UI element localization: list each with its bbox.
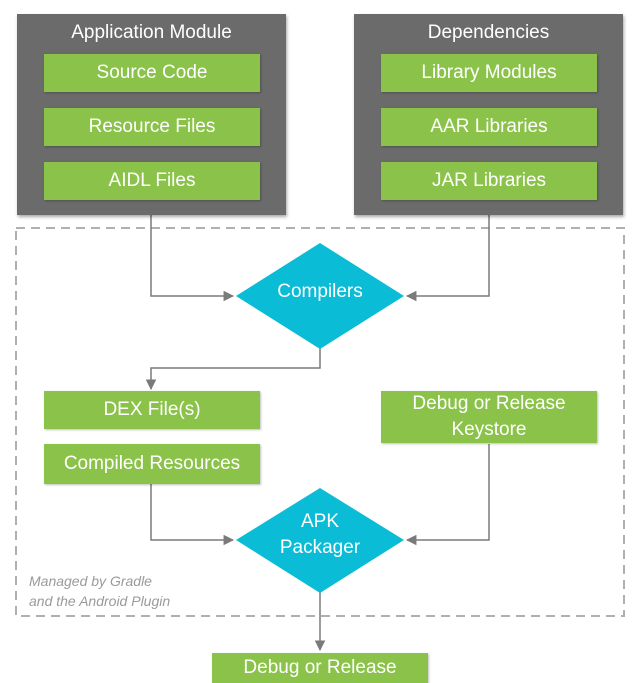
packager-diamond xyxy=(236,488,404,593)
gradle-note: Managed by Gradle and the Android Plugin xyxy=(29,571,170,611)
arrow-deps-to-compilers xyxy=(405,214,490,302)
arrow-keystore-to-packager xyxy=(405,444,490,546)
compiled-resources-box: Compiled Resources xyxy=(44,444,260,484)
dependencies-panel: Dependencies Library Modules AAR Librari… xyxy=(354,14,623,215)
debug-or-release-apk-box: Debug or Release xyxy=(212,653,428,683)
apk-packager-label: APK Packager xyxy=(250,509,390,561)
dependencies-title: Dependencies xyxy=(427,22,550,43)
compilers-diamond xyxy=(236,243,404,349)
keystore-line-1: Debug or Release xyxy=(412,393,566,414)
apk-packager-line-1: APK xyxy=(300,511,340,532)
gradle-note-line-1: Managed by Gradle xyxy=(29,573,152,589)
aidl-files-box: AIDL Files xyxy=(44,162,260,200)
apk-packager-line-2: Packager xyxy=(279,537,361,558)
application-module-title: Application Module xyxy=(71,22,232,43)
resource-files-box: Resource Files xyxy=(44,108,260,146)
keystore-line-2: Keystore xyxy=(451,419,527,440)
compilers-label: Compilers xyxy=(277,281,363,302)
arrow-compilers-to-dex xyxy=(145,348,321,391)
aar-libraries-box: AAR Libraries xyxy=(381,108,597,146)
gradle-boundary xyxy=(15,227,625,617)
application-module-panel: Application Module Source Code Resource … xyxy=(17,14,286,215)
arrow-app-to-compilers xyxy=(150,214,235,302)
jar-libraries-box: JAR Libraries xyxy=(381,162,597,200)
arrow-resources-to-packager xyxy=(150,484,235,546)
library-modules-box: Library Modules xyxy=(381,54,597,92)
keystore-box: Debug or Release Keystore xyxy=(381,391,597,443)
dex-files-box: DEX File(s) xyxy=(44,391,260,429)
source-code-box: Source Code xyxy=(44,54,260,92)
gradle-note-line-2: and the Android Plugin xyxy=(29,593,171,609)
